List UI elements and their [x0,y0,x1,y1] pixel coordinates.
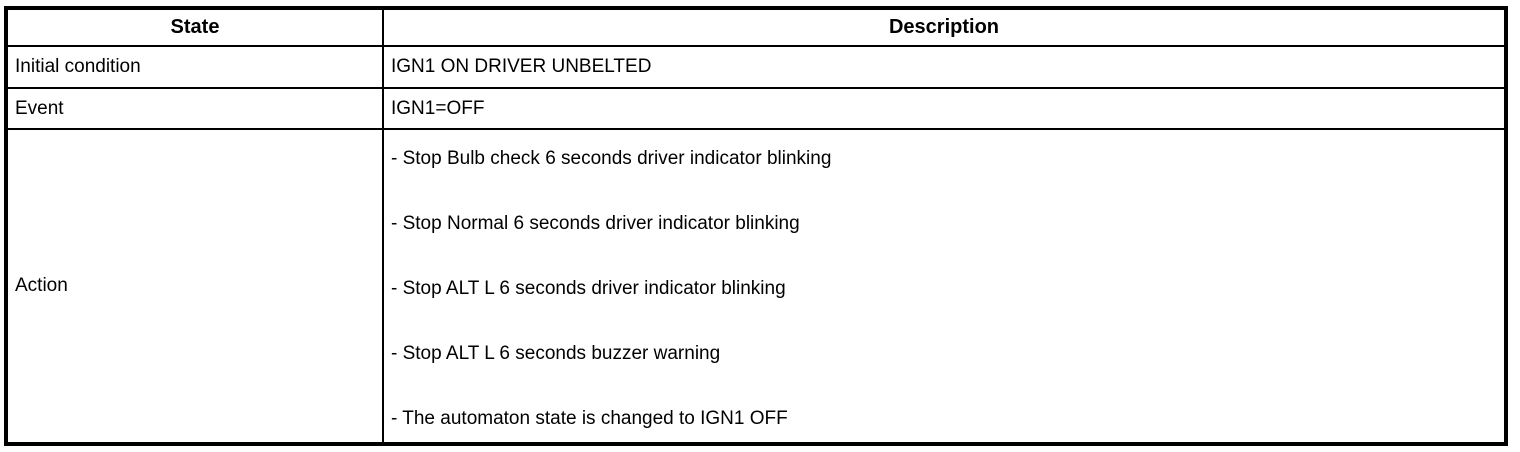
action-item: - Stop ALT L 6 seconds buzzer warning [391,343,721,364]
action-item: - Stop ALT L 6 seconds driver indicator … [391,278,786,299]
action-item: - Stop Bulb check 6 seconds driver indic… [391,148,832,169]
table-header-row: State Description [5,7,1507,47]
description-cell-action: - Stop Bulb check 6 seconds driver indic… [382,128,1507,445]
state-column-header: State [5,7,384,47]
action-item-list: - Stop Bulb check 6 seconds driver indic… [391,131,1504,441]
state-cell-initial-condition: Initial condition [5,45,384,89]
action-item: - The automaton state is changed to IGN1… [391,408,788,429]
state-description-table: State Description Initial condition IGN1… [4,6,1508,446]
table-row: Initial condition IGN1 ON DRIVER UNBELTE… [5,45,1507,89]
state-cell-event: Event [5,87,384,130]
state-cell-action: Action [5,128,384,445]
description-cell-event: IGN1=OFF [382,87,1507,130]
description-column-header: Description [382,7,1507,47]
description-cell-initial-condition: IGN1 ON DRIVER UNBELTED [382,45,1507,89]
action-item: - Stop Normal 6 seconds driver indicator… [391,213,800,234]
table-row: Action - Stop Bulb check 6 seconds drive… [5,128,1507,445]
table-row: Event IGN1=OFF [5,87,1507,130]
